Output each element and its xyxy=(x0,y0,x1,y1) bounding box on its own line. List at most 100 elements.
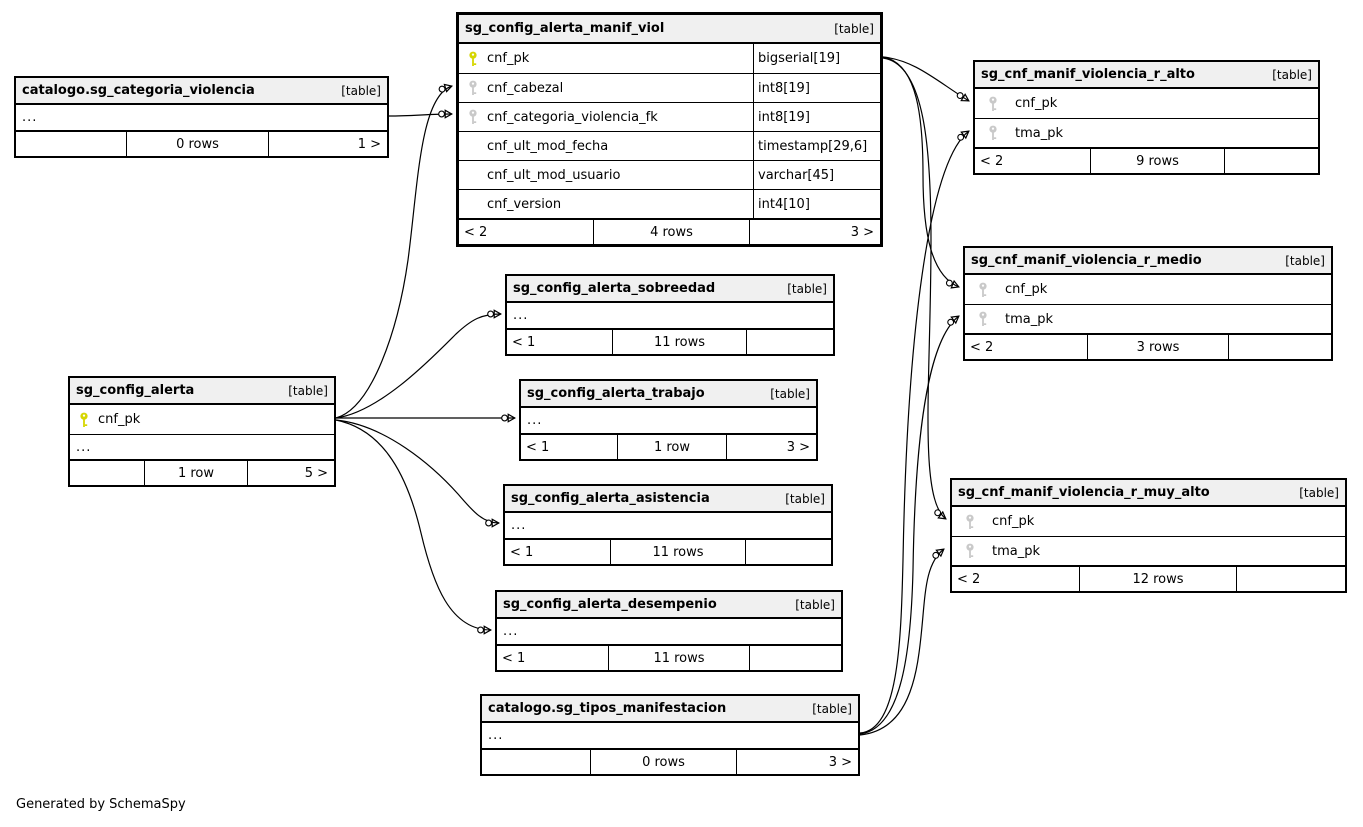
table-sg-cnf-manif-violencia-r-alto[interactable]: sg_cnf_manif_violencia_r_alto [table] cn… xyxy=(973,60,1320,175)
table-title: sg_config_alerta_asistencia xyxy=(511,491,710,506)
column-type: varchar[45] xyxy=(753,161,880,189)
table-header: sg_config_alerta_sobreedad [table] xyxy=(507,276,833,303)
footer-rowcount: 3 rows xyxy=(1087,335,1229,359)
table-sg-config-alerta-trabajo[interactable]: sg_config_alerta_trabajo [table] ... < 1… xyxy=(519,379,818,461)
table-footer: < 1 1 row 3 > xyxy=(521,433,816,459)
edge-manif-viol-to-r-medio xyxy=(882,56,959,287)
table-header: sg_cnf_manif_violencia_r_alto [table] xyxy=(975,62,1318,89)
table-title: sg_cnf_manif_violencia_r_muy_alto xyxy=(958,485,1210,500)
footer-children xyxy=(1237,567,1345,591)
column-row: cnf_pk xyxy=(965,275,1331,304)
foreign-key-icon xyxy=(987,125,999,141)
table-footer: 0 rows 3 > xyxy=(482,748,858,774)
table-sg-config-alerta-sobreedad[interactable]: sg_config_alerta_sobreedad [table] ... <… xyxy=(505,274,835,356)
table-title: sg_config_alerta_sobreedad xyxy=(513,281,716,296)
footer-parents: < 1 xyxy=(502,650,526,666)
table-catalogo-sg-tipos-manifestacion[interactable]: catalogo.sg_tipos_manifestacion [table] … xyxy=(480,694,860,776)
column-row: cnf_pk bigserial[19] xyxy=(459,44,880,73)
foreign-key-icon xyxy=(964,543,976,559)
footer-parents: < 1 xyxy=(510,544,534,560)
column-row: cnf_cabezal int8[19] xyxy=(459,73,880,102)
table-type-tag: [table] xyxy=(1272,67,1312,82)
column-row: cnf_pk xyxy=(952,507,1345,536)
column-row: cnf_ult_mod_usuario varchar[45] xyxy=(459,160,880,189)
column-name: ... xyxy=(22,110,38,125)
table-sg-cnf-manif-violencia-r-medio[interactable]: sg_cnf_manif_violencia_r_medio [table] c… xyxy=(963,246,1333,361)
table-sg-config-alerta-desempenio[interactable]: sg_config_alerta_desempenio [table] ... … xyxy=(495,590,843,672)
edge-tipos-manifestacion-to-r-alto xyxy=(859,131,969,734)
table-type-tag: [table] xyxy=(812,701,852,716)
column-name: ... xyxy=(76,439,92,455)
table-footer: < 2 3 rows xyxy=(965,333,1331,359)
column-row: tma_pk xyxy=(952,536,1345,565)
no-key-spacer xyxy=(467,167,479,183)
table-header: sg_config_alerta_trabajo [table] xyxy=(521,381,816,408)
edge-config-alerta-to-desempenio xyxy=(335,419,491,630)
table-header: sg_config_alerta_manif_viol [table] xyxy=(459,15,880,44)
footer-children xyxy=(750,646,841,670)
table-footer: < 1 11 rows xyxy=(497,644,841,670)
table-title: catalogo.sg_categoria_violencia xyxy=(22,83,255,98)
table-catalogo-sg-categoria-violencia[interactable]: catalogo.sg_categoria_violencia [table] … xyxy=(14,76,389,158)
footer-rowcount: 12 rows xyxy=(1079,567,1237,591)
column-type: timestamp[29,6] xyxy=(753,132,880,160)
column-name: cnf_ult_mod_fecha xyxy=(487,138,609,154)
column-name: cnf_pk xyxy=(98,412,141,427)
table-header: catalogo.sg_tipos_manifestacion [table] xyxy=(482,696,858,723)
footer-children xyxy=(1229,335,1331,359)
table-sg-config-alerta[interactable]: sg_config_alerta [table] cnf_pk ... 1 ro… xyxy=(68,376,336,487)
column-type: int8[19] xyxy=(753,103,880,131)
footer-children: 3 > xyxy=(850,224,874,240)
table-title: sg_config_alerta_manif_viol xyxy=(465,21,665,36)
footer-children: 3 > xyxy=(786,439,810,455)
edge-config-alerta-to-manif-viol xyxy=(335,86,452,419)
column-name: cnf_cabezal xyxy=(487,80,564,96)
footer-children xyxy=(747,330,833,354)
foreign-key-icon xyxy=(964,514,976,530)
footer-rowcount: 1 row xyxy=(617,435,727,459)
table-header: catalogo.sg_categoria_violencia [table] xyxy=(16,78,387,105)
footer-rowcount: 11 rows xyxy=(608,646,750,670)
edge-manif-viol-to-r-alto xyxy=(882,56,969,101)
table-sg-config-alerta-manif-viol[interactable]: sg_config_alerta_manif_viol [table] cnf_… xyxy=(456,12,883,247)
column-name: cnf_version xyxy=(487,196,562,212)
footer-parents: < 1 xyxy=(512,334,536,350)
table-header: sg_config_alerta [table] xyxy=(70,378,334,405)
table-type-tag: [table] xyxy=(341,83,381,98)
footer-parents: < 1 xyxy=(526,439,550,455)
column-row: tma_pk xyxy=(965,304,1331,333)
footer-parents: < 2 xyxy=(957,571,981,587)
table-type-tag: [table] xyxy=(787,281,827,296)
table-sg-config-alerta-asistencia[interactable]: sg_config_alerta_asistencia [table] ... … xyxy=(503,484,833,566)
edge-tipos-manifestacion-to-r-muy-alto xyxy=(859,549,944,736)
table-type-tag: [table] xyxy=(785,491,825,506)
table-type-tag: [table] xyxy=(1299,485,1339,500)
foreign-key-icon xyxy=(977,311,989,327)
table-footer: < 2 9 rows xyxy=(975,147,1318,173)
column-name: tma_pk xyxy=(1015,125,1064,141)
foreign-key-icon xyxy=(467,80,479,96)
table-sg-cnf-manif-violencia-r-muy-alto[interactable]: sg_cnf_manif_violencia_r_muy_alto [table… xyxy=(950,478,1347,593)
footer-rowcount: 11 rows xyxy=(612,330,747,354)
footer-rowcount: 4 rows xyxy=(593,220,750,244)
table-footer: < 1 11 rows xyxy=(505,538,831,564)
table-header: sg_config_alerta_desempenio [table] xyxy=(497,592,841,619)
footer-children xyxy=(1225,149,1318,173)
columns-ellipsis-row: ... xyxy=(16,105,387,130)
column-type: int4[10] xyxy=(753,190,880,218)
edge-tipos-manifestacion-to-r-medio xyxy=(859,316,959,735)
column-row: tma_pk xyxy=(975,118,1318,147)
table-title: sg_cnf_manif_violencia_r_alto xyxy=(981,67,1195,82)
footer-parents: < 2 xyxy=(464,224,488,240)
table-type-tag: [table] xyxy=(795,597,835,612)
primary-key-icon xyxy=(467,51,479,67)
footer-rowcount: 11 rows xyxy=(610,540,746,564)
column-row: cnf_version int4[10] xyxy=(459,189,880,218)
table-header: sg_config_alerta_asistencia [table] xyxy=(505,486,831,513)
table-type-tag: [table] xyxy=(770,386,810,401)
column-name: cnf_pk xyxy=(1005,282,1048,297)
table-footer: < 1 11 rows xyxy=(507,328,833,354)
column-row: cnf_ult_mod_fecha timestamp[29,6] xyxy=(459,131,880,160)
footer-parents xyxy=(482,750,590,774)
